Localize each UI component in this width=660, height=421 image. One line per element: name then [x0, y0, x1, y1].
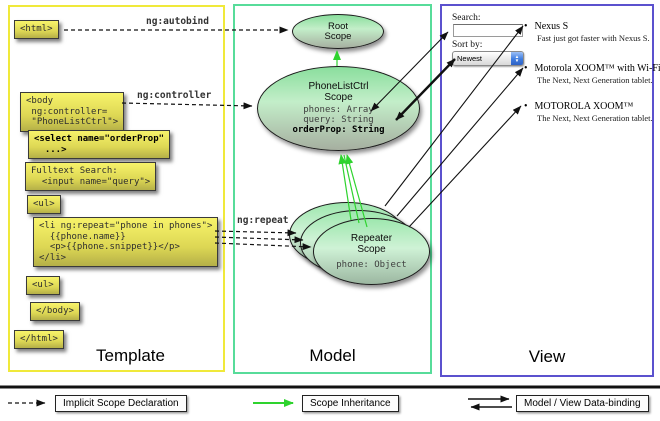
phone-list-item: • Nexus S — [524, 16, 568, 34]
legend-scope-inheritance: Scope Inheritance — [302, 395, 399, 412]
repeater-scope-title: Repeater Scope — [350, 233, 393, 255]
legend-model-view-data-binding: Model / View Data-binding — [516, 395, 649, 412]
phonelistctrl-scope-title: PhoneListCtrl Scope — [308, 81, 369, 104]
phone-list-item: • MOTOROLA XOOM™ — [524, 96, 633, 114]
bullet-icon: • — [524, 63, 528, 74]
ng-autobind-label: ng:autobind — [146, 16, 209, 27]
sort-select[interactable]: Newest ▲▼ — [452, 51, 524, 66]
fulltext-search-box: Fulltext Search: <input name="query"> — [25, 162, 157, 191]
li-ng-repeat-box: <li ng:repeat="phone in phones"> {{phone… — [33, 217, 219, 267]
phone-name: Motorola XOOM™ with Wi-Fi — [534, 63, 660, 74]
sort-by-label: Sort by: — [452, 40, 483, 50]
phone-desc: Fast just got faster with Nexus S. — [537, 33, 650, 43]
bullet-icon: • — [524, 21, 528, 32]
ul-open-tag-box: <ul> — [27, 195, 61, 214]
html-close-tag-box: </html> — [14, 330, 64, 349]
phonelistctrl-scope-props: phones: Array query: String — [303, 105, 374, 126]
sort-select-value: Newest — [457, 54, 483, 63]
select-orderprop-box: <select name="orderProp" ...> — [28, 130, 171, 159]
ng-repeat-label: ng:repeat — [237, 215, 289, 226]
repeater-scope-ellipse-front: Repeater Scope phone: Object — [313, 218, 430, 285]
ul-close-tag-box: <ul> — [26, 276, 60, 295]
model-column — [233, 4, 432, 374]
phone-name: Nexus S — [534, 21, 569, 32]
select-stepper-icon[interactable]: ▲▼ — [511, 52, 523, 65]
repeater-scope-prop: phone: Object — [336, 260, 407, 270]
model-column-title: Model — [309, 346, 356, 365]
body-open-tag-box: <body ng:controller= "PhoneListCtrl"> — [20, 92, 125, 132]
phone-list-item: • Motorola XOOM™ with Wi-Fi — [524, 58, 660, 76]
phone-name: MOTOROLA XOOM™ — [534, 101, 634, 112]
phone-desc: The Next, Next Generation tablet. — [537, 75, 653, 85]
view-column-title: View — [528, 347, 566, 366]
template-column-title: Template — [96, 346, 165, 365]
root-scope-ellipse: Root Scope — [292, 14, 384, 49]
phone-desc: The Next, Next Generation tablet. — [537, 113, 653, 123]
search-input[interactable] — [453, 24, 523, 37]
phonelistctrl-scope-orderprop: orderProp: String — [292, 125, 385, 136]
bullet-icon: • — [524, 101, 528, 112]
html-open-tag-box: <html> — [14, 20, 59, 39]
search-label: Search: — [452, 13, 481, 23]
ng-controller-label: ng:controller — [137, 90, 212, 101]
phonelistctrl-scope-ellipse: PhoneListCtrl Scope phones: Array query:… — [257, 66, 420, 151]
root-scope-title: Root Scope — [324, 20, 352, 42]
legend-implicit-scope-declaration: Implicit Scope Declaration — [55, 395, 187, 412]
body-close-tag-box: </body> — [30, 302, 80, 321]
